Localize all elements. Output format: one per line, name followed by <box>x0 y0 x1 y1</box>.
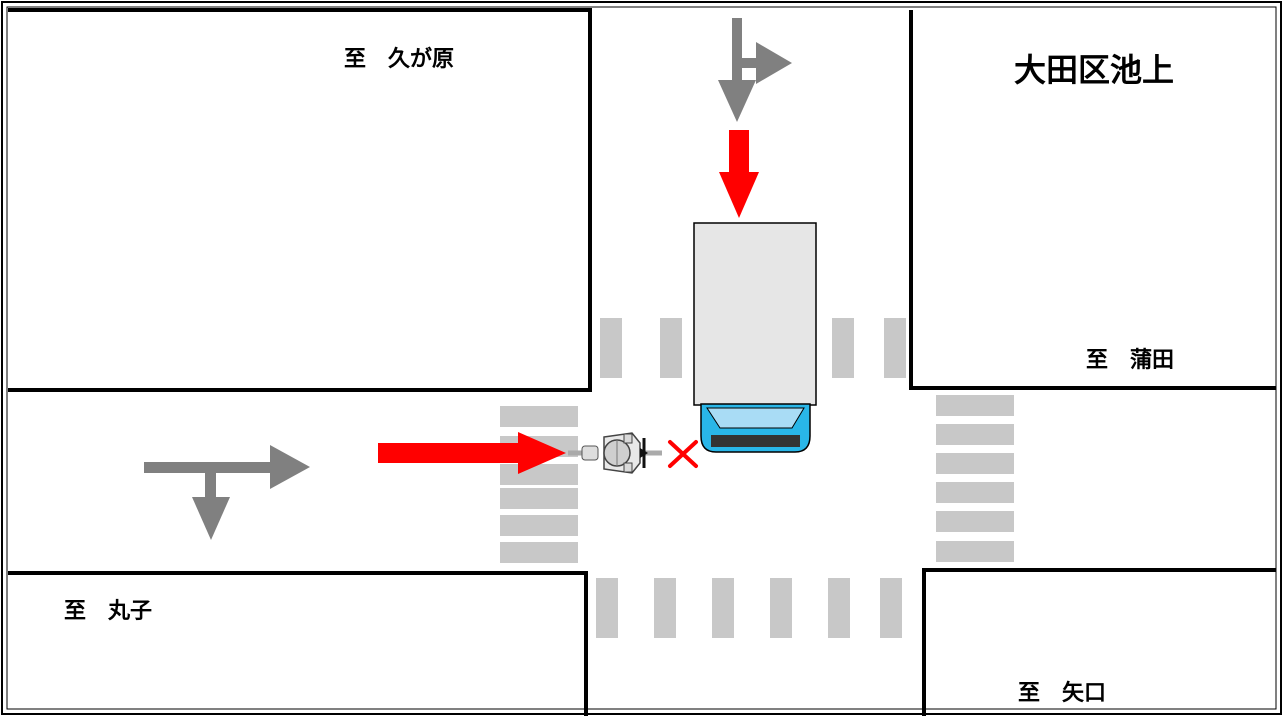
destination-label-kugahara: 至 久が原 <box>344 46 454 72</box>
destination-label-yaguchi: 至 矢口 <box>1018 680 1106 706</box>
block-bottom-right-edge <box>922 568 1276 716</box>
block-bottom-left-edge <box>8 571 588 716</box>
lane-direction-arrow-north <box>718 18 792 122</box>
block-top-right-edge <box>909 10 1276 390</box>
bicycle-icon <box>568 432 662 474</box>
block-top-left-edge <box>8 8 592 392</box>
crosswalk-east <box>936 395 1014 562</box>
destination-label-kamata: 至 蒲田 <box>1086 348 1174 373</box>
crosswalk-north <box>600 318 906 378</box>
area-name-label: 大田区池上 <box>1014 51 1174 89</box>
lane-direction-arrow-west <box>144 445 310 540</box>
truck-travel-arrow <box>719 130 759 218</box>
truck-icon <box>693 222 817 453</box>
crosswalk-west <box>500 406 578 563</box>
road-edges <box>8 8 1276 716</box>
destination-label-maruko: 至 丸子 <box>64 599 152 624</box>
crosswalk-south <box>596 578 902 638</box>
bicycle-travel-arrow <box>378 432 566 474</box>
x-mark-icon <box>668 440 698 468</box>
